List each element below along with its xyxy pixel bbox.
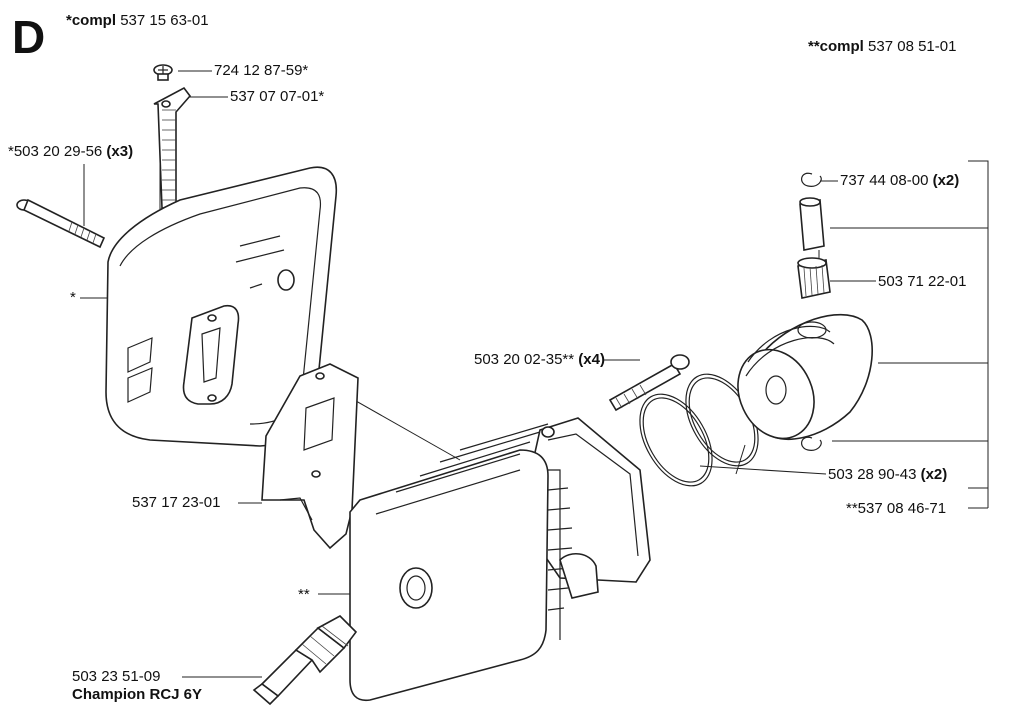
label-circlip-qty: (x2) — [932, 172, 960, 189]
label-circlip: 737 44 08-00 (x2) — [840, 172, 959, 189]
label-rings-number: 503 28 90-43 — [828, 466, 917, 483]
header-right-prefix: **compl — [808, 38, 864, 55]
cylinder-bolt — [608, 354, 690, 412]
label-muffler-mark: * — [70, 289, 76, 306]
label-circlip-number: 737 44 08-00 — [840, 172, 929, 189]
spark-plug — [252, 615, 358, 706]
top-screw-bracket — [153, 64, 192, 209]
header-left-prefix: *compl — [66, 12, 117, 29]
label-cylinder-mark: ** — [298, 586, 310, 603]
label-spark-plug-brand: Champion RCJ 6Y — [72, 686, 203, 703]
muffler — [105, 166, 338, 447]
label-gasket: 537 17 23-01 — [132, 494, 221, 511]
label-bracket-top: 537 07 07-01* — [230, 88, 325, 105]
section-letter: D — [12, 11, 46, 63]
label-piston-kit: **537 08 46-71 — [846, 500, 947, 517]
cylinder — [349, 417, 651, 702]
label-spark-plug: 503 23 51-09 — [72, 668, 161, 685]
label-screw-top: 724 12 87-59* — [214, 62, 309, 79]
label-rings: 503 28 90-43 (x2) — [828, 466, 947, 483]
label-bolt-left-qty: (x3) — [106, 143, 134, 160]
muffler-bolt — [16, 198, 106, 249]
header-right-number: 537 08 51-01 — [868, 38, 957, 55]
header-right: **compl 537 08 51-01 — [808, 38, 956, 55]
piston — [737, 313, 873, 441]
header-left: *compl 537 15 63-01 — [66, 12, 209, 29]
label-bearing: 503 71 22-01 — [878, 273, 967, 290]
label-rings-qty: (x2) — [920, 466, 948, 483]
label-bolt-left: *503 20 29-56 (x3) — [8, 143, 133, 160]
label-bolt-left-number: *503 20 29-56 — [8, 143, 103, 160]
label-cylinder-bolt-number: 503 20 02-35** — [474, 351, 575, 368]
pin-parts — [797, 172, 831, 451]
label-cylinder-bolt: 503 20 02-35** (x4) — [474, 351, 605, 368]
header-left-number: 537 15 63-01 — [120, 12, 209, 29]
label-cylinder-bolt-qty: (x4) — [578, 351, 605, 368]
